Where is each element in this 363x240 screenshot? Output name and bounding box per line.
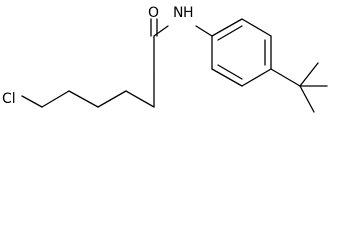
ring-bond-4 [241, 68, 272, 87]
nitrogen-atom-label: N [173, 5, 183, 21]
bond-cl-c5 [21, 95, 43, 108]
structure-diagram: Cl O N H [2, 5, 328, 113]
molecule-drawing: Cl O N H [2, 5, 328, 113]
bond-nitrogen-ring [195, 25, 213, 37]
oxygen-atom-label: O [148, 5, 159, 21]
ring-bond-1 [211, 18, 243, 37]
bond-tbutyl-methyl-top [299, 62, 319, 87]
bond-carbonyl-nitrogen [153, 25, 169, 37]
ring-inner-bond-1 [217, 25, 243, 41]
bond-c4-c3 [68, 90, 99, 108]
hydrogen-atom-label: H [183, 5, 194, 21]
ring-bond-5 [211, 68, 243, 87]
chlorine-atom-label: Cl [2, 91, 16, 107]
bond-c2-c1 [125, 90, 155, 108]
bond-tbutyl-methyl-bottom [299, 85, 315, 113]
ring-inner-bond-3 [217, 64, 243, 80]
bond-c5-c4 [41, 90, 70, 108]
bond-ring-quaternary-carbon [270, 68, 301, 87]
bond-c3-c2 [97, 90, 127, 108]
ring-bond-2 [241, 18, 272, 37]
